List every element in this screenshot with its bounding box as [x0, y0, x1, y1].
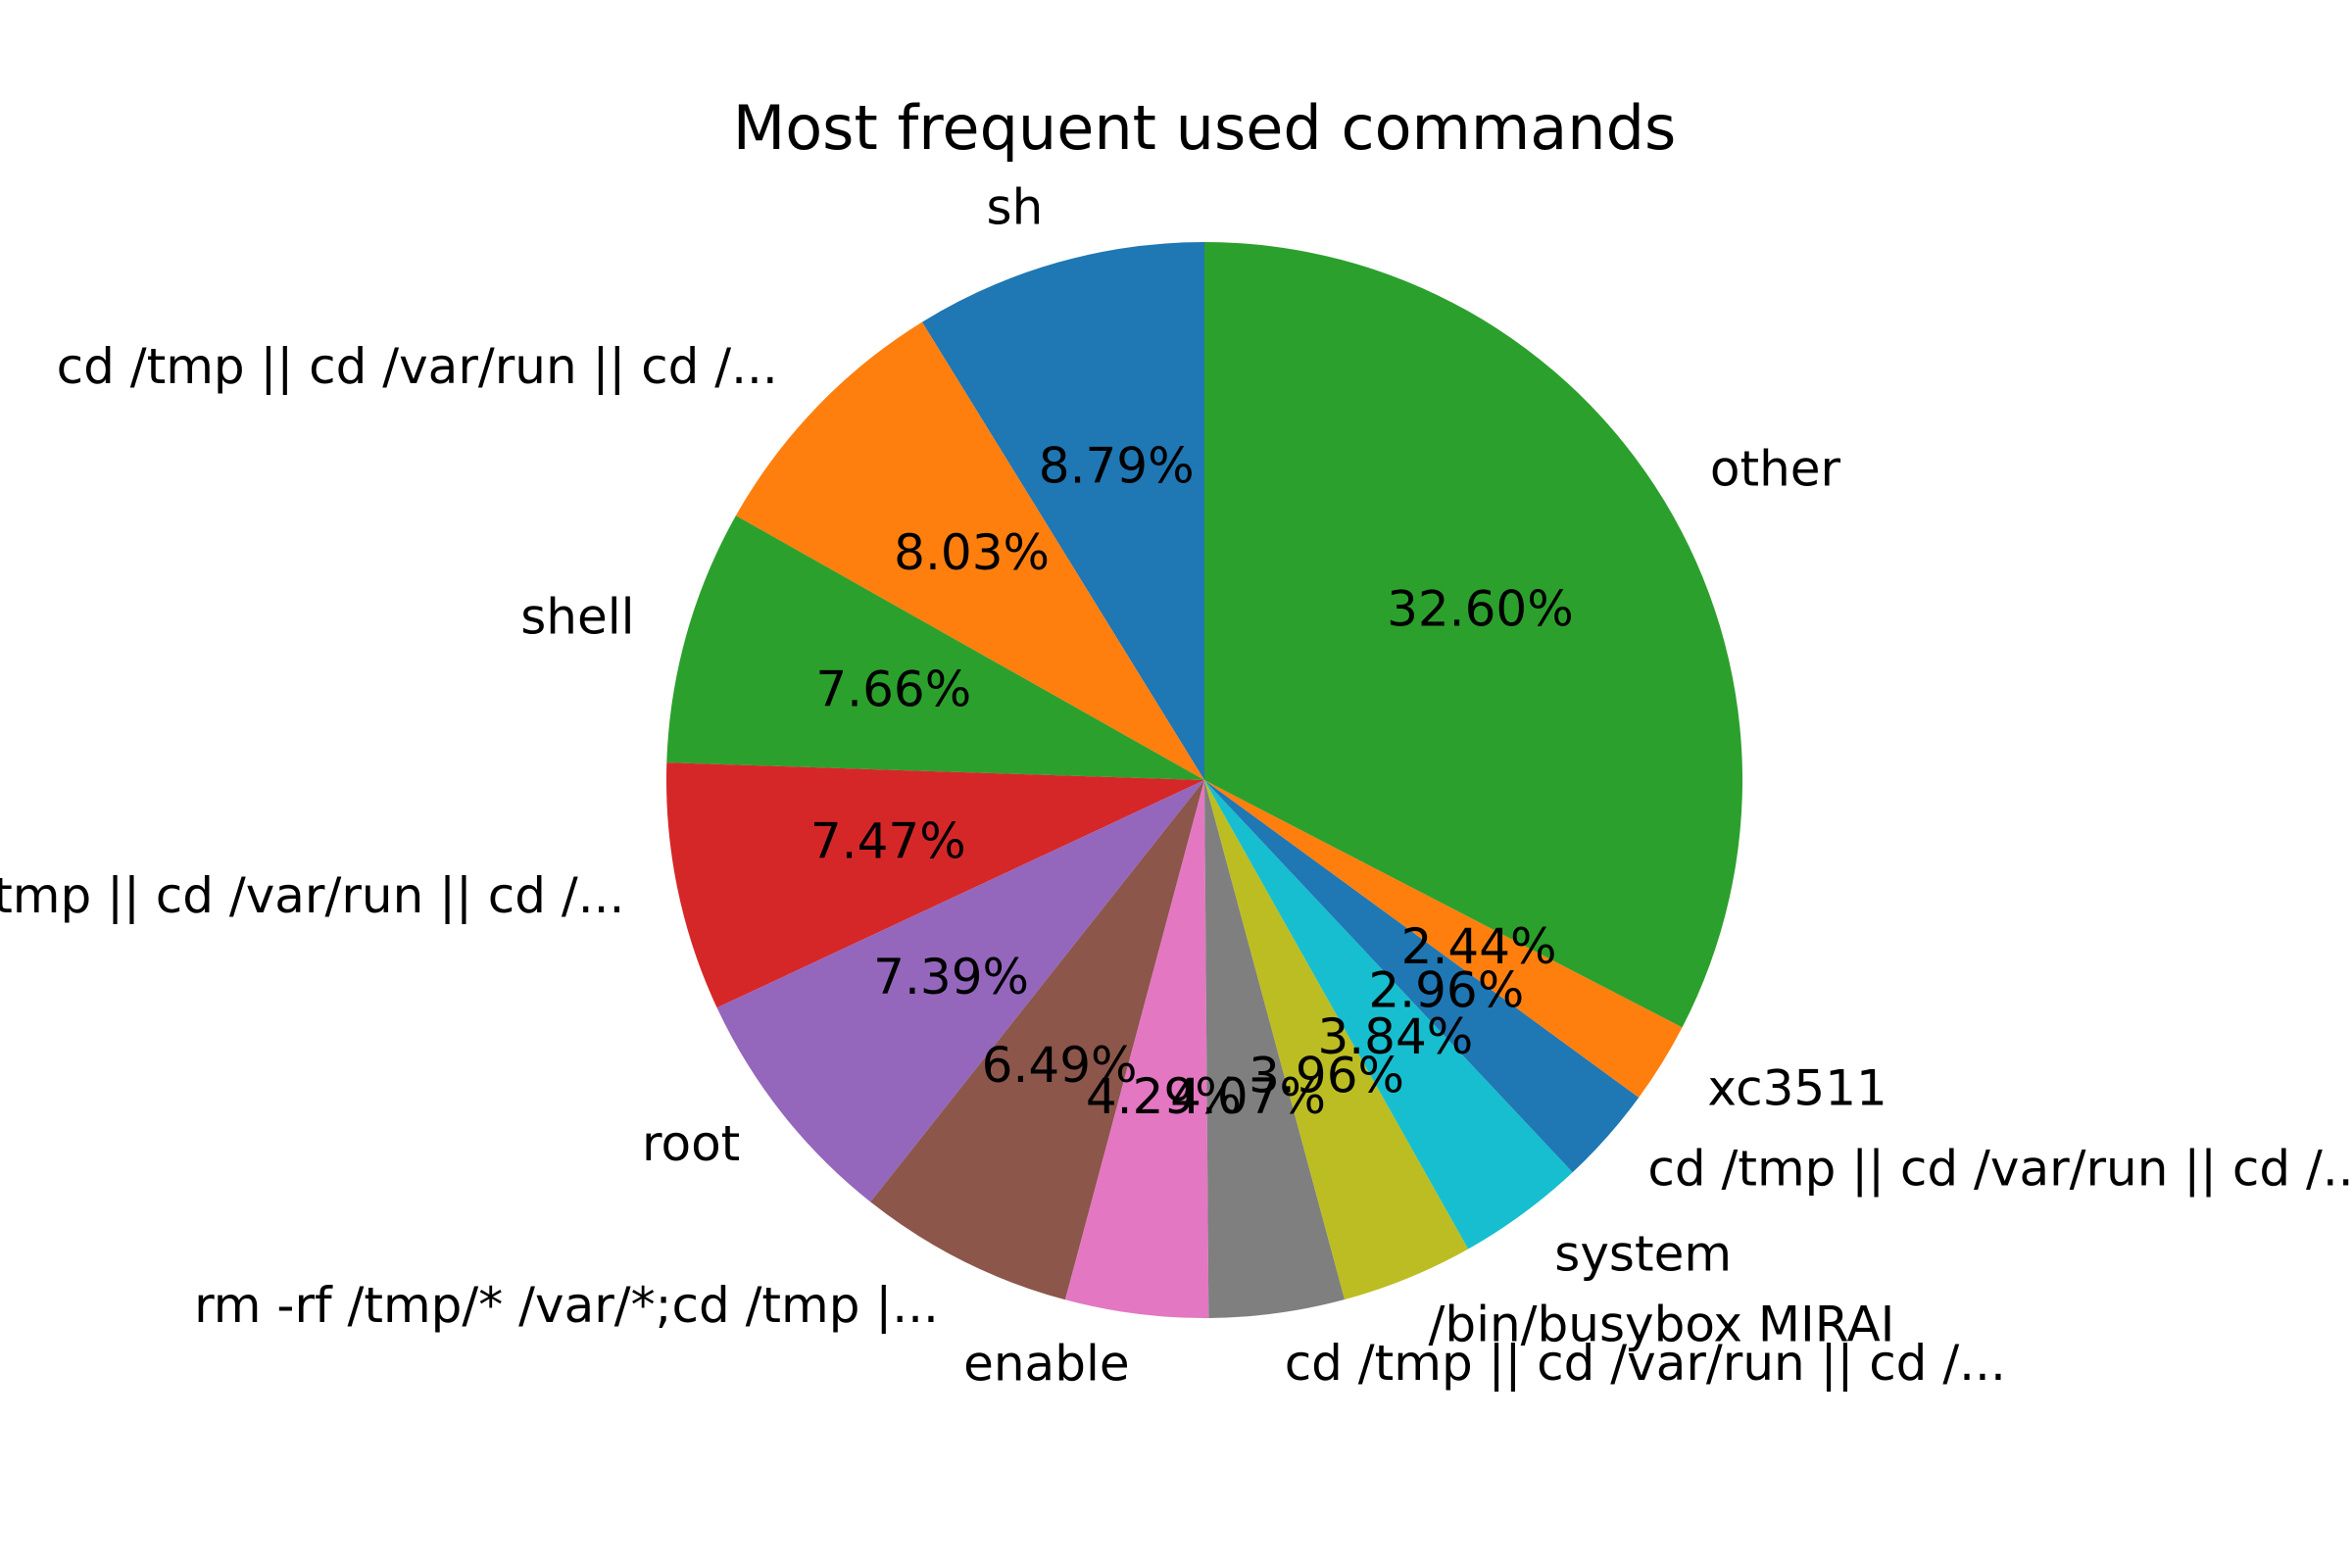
slice-label: /bin/busybox MIRAI: [1429, 1297, 1895, 1353]
slice-labels: sh cd /tmp || cd /var/run || cd /... shell…: [0, 179, 2352, 1393]
percent-label: 3.96%: [1249, 1047, 1404, 1103]
percent-label: 8.79%: [1039, 438, 1195, 495]
pie-slice: [1204, 780, 1683, 1098]
pie-slice: [1064, 780, 1209, 1318]
pie-slice: [1204, 780, 1640, 1173]
slice-label: rm -rf /tmp/* /var/*;cd /tmp |...: [194, 1277, 939, 1334]
percent-label: 2.44%: [1401, 918, 1557, 975]
chart-title: Most frequent used commands: [733, 92, 1677, 164]
pie-slices: [665, 241, 1743, 1318]
slice-label: sh: [987, 179, 1044, 236]
percent-label: 32.60%: [1387, 580, 1574, 637]
pie-slice: [665, 762, 1204, 1008]
pie-slice: [1204, 241, 1743, 1028]
slice-label: cd /tmp || cd /var/run || cd /...: [1285, 1335, 2006, 1392]
slice-label: xc3511: [1707, 1059, 1886, 1116]
percent-label: 3.84%: [1317, 1008, 1473, 1065]
percent-label: 2.96%: [1368, 962, 1524, 1019]
percent-label: 8.03%: [894, 524, 1050, 581]
slice-label: system: [1554, 1225, 1732, 1282]
pie-slice: [1204, 780, 1573, 1250]
slice-label: other: [1710, 441, 1841, 498]
pie-slice: [735, 321, 1204, 780]
percent-label: 7.39%: [873, 949, 1029, 1005]
slice-label: shell: [520, 589, 634, 646]
slice-label: cd /tmp || cd /var/run || cd /...: [0, 867, 624, 924]
percent-labels: 8.79% 8.03% 7.66% 7.47% 7.39% 6.49%4.29%4.07%…: [810, 438, 1574, 1126]
slice-label: cd /tmp || cd /var/run || cd /...: [57, 338, 778, 395]
pie-slice: [1204, 780, 1469, 1300]
percent-label: 4.29%: [1086, 1068, 1242, 1125]
slice-label: root: [642, 1115, 740, 1172]
pie-slice: [870, 780, 1204, 1300]
pie-slice: [921, 242, 1204, 780]
pie-slice: [1204, 780, 1346, 1318]
slice-label: enable: [963, 1336, 1129, 1393]
pie-slice: [716, 780, 1204, 1202]
slice-label: cd /tmp || cd /var/run || cd /...: [1647, 1141, 2352, 1198]
pie-slice: [666, 515, 1204, 780]
percent-label: 4.07%: [1170, 1068, 1326, 1125]
percent-label: 7.47%: [810, 813, 966, 870]
percent-label: 7.66%: [815, 662, 971, 718]
percent-label: 6.49%: [982, 1037, 1138, 1094]
